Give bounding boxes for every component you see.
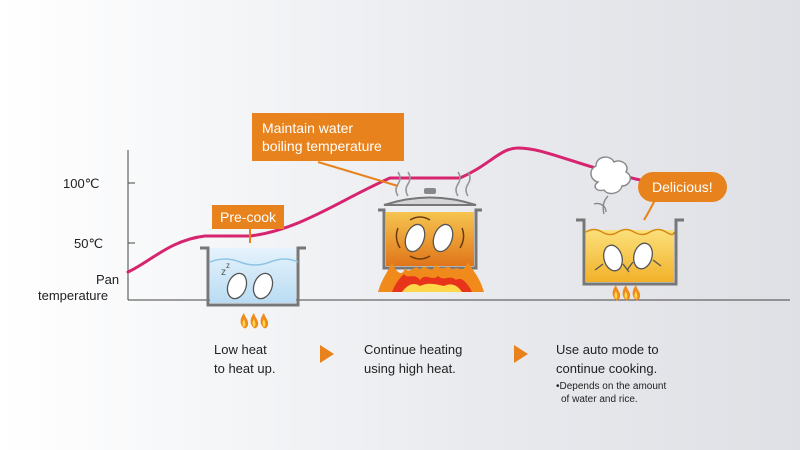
delicious-callout: Delicious! [638, 172, 727, 202]
maintain-callout: Maintain water boiling temperature [252, 113, 404, 161]
pot-icon [576, 218, 684, 286]
flame-icon [612, 285, 641, 301]
step-2-text: Continue heating using high heat. [364, 340, 462, 378]
steam-icon [590, 156, 632, 215]
precook-callout: Pre-cook [212, 205, 285, 229]
pot-icon: z z [200, 246, 306, 307]
step-1-line1: Low heat [214, 342, 267, 357]
pot-icon [378, 171, 482, 270]
footnote-line1: •Depends on the amount [556, 381, 667, 392]
rice-grain-icon [594, 242, 662, 273]
maintain-pointer [317, 161, 399, 187]
step-1-line2: to heat up. [214, 361, 276, 376]
maintain-label-line1: Maintain water [262, 120, 354, 136]
footnote-line2: of water and rice. [561, 394, 638, 405]
flame-icon [240, 313, 269, 329]
axis-title-line2: temperature [38, 288, 109, 303]
axis-title-line1: Pan [96, 272, 120, 287]
y-tick-label-50: 50℃ [74, 236, 104, 251]
step-3-text: Use auto mode to continue cooking. [556, 340, 659, 378]
step-2-line2: using high heat. [364, 361, 456, 376]
delicious-label: Delicious! [652, 179, 713, 195]
steam-icon [395, 171, 471, 197]
svg-text:z: z [221, 267, 226, 278]
y-tick-label-100: 100℃ [63, 176, 100, 191]
svg-text:z: z [226, 261, 230, 270]
step-2-line1: Continue heating [364, 342, 463, 357]
rice-grain-icon [404, 223, 454, 253]
precook-label: Pre-cook [220, 209, 277, 225]
rice-grain-icon: z z [221, 261, 274, 300]
arrow-right-icon [320, 345, 334, 363]
step-3-line2: continue cooking. [556, 361, 658, 376]
flame-icon [378, 262, 484, 292]
arrow-right-icon [514, 345, 528, 363]
pan-temperature-curve [126, 146, 642, 274]
maintain-label-line2: boiling temperature [262, 138, 382, 154]
step-1-text: Low heat to heat up. [214, 340, 275, 378]
step-3-line1: Use auto mode to [556, 342, 659, 357]
footnote: •Depends on the amount of water and rice… [556, 380, 666, 406]
